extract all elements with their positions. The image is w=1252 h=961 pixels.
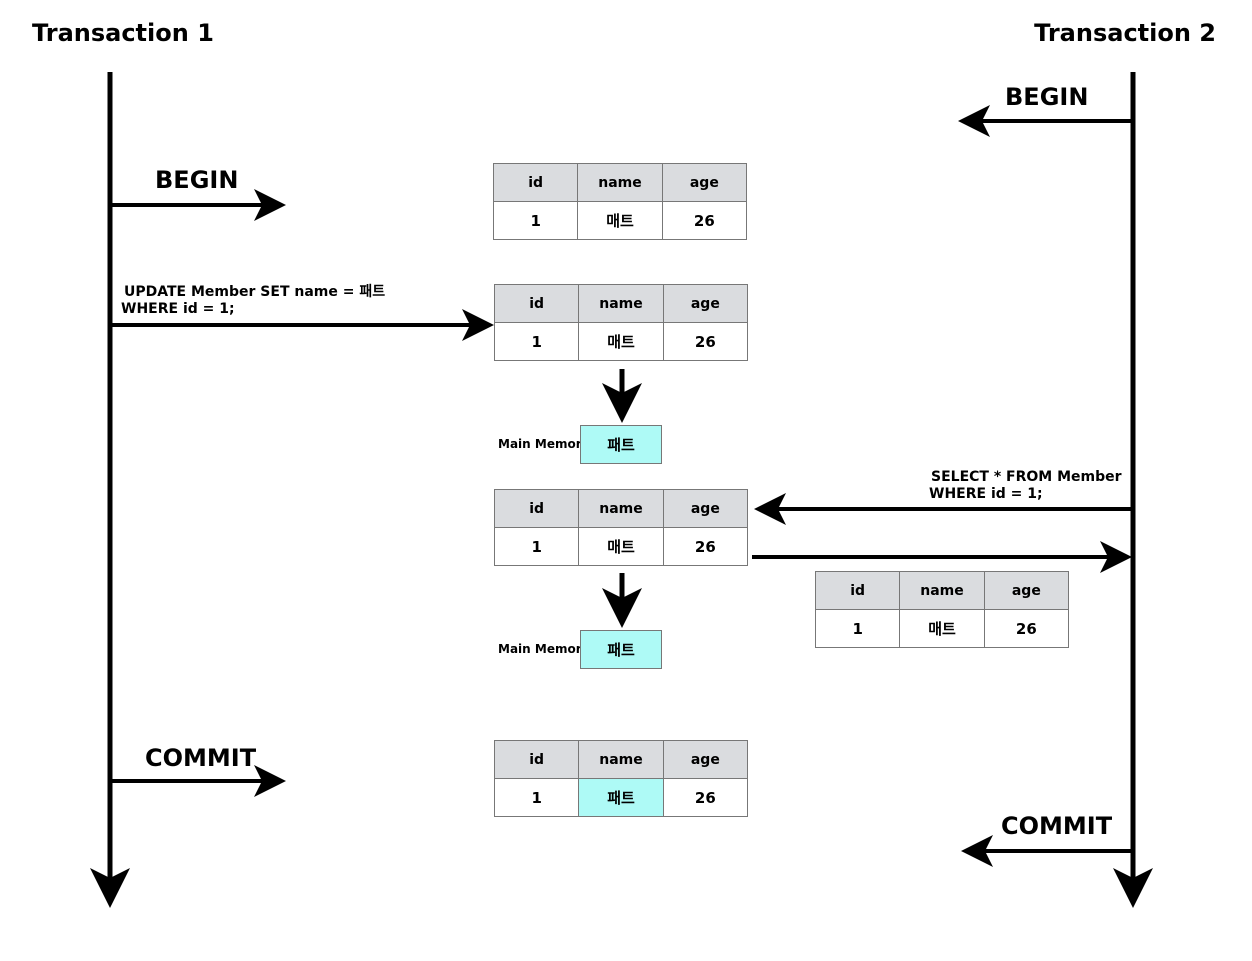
header-age: age xyxy=(662,740,749,779)
member-table-3: id name age 1 매트 26 xyxy=(493,489,749,566)
cell-id: 1 xyxy=(493,322,580,361)
main-memory-label-2: Main Memory xyxy=(498,642,590,656)
t2-select-statement: SELECT * FROM Member WHERE id = 1; xyxy=(929,469,1122,503)
cell-age: 26 xyxy=(662,527,749,566)
cell-id: 1 xyxy=(814,609,901,648)
transaction2-title: Transaction 2 xyxy=(1034,19,1216,47)
header-id: id xyxy=(814,571,901,610)
main-memory-cell-1: 패트 xyxy=(580,425,662,464)
main-memory-cell-2: 패트 xyxy=(580,630,662,669)
header-name: name xyxy=(899,571,985,610)
cell-age: 26 xyxy=(662,322,749,361)
header-name: name xyxy=(577,163,663,202)
header-age: age xyxy=(662,489,749,528)
main-memory-label-1: Main Memory xyxy=(498,437,590,451)
header-age: age xyxy=(662,284,749,323)
t2-select-line1: SELECT * FROM Member xyxy=(931,469,1122,485)
cell-age: 26 xyxy=(661,201,748,240)
t1-update-line1: UPDATE Member SET name = 패트 xyxy=(124,284,386,300)
header-id: id xyxy=(493,740,580,779)
header-id: id xyxy=(492,163,579,202)
header-name: name xyxy=(578,489,664,528)
cell-age: 26 xyxy=(662,778,749,817)
cell-name: 매트 xyxy=(578,527,664,566)
t1-commit-label: COMMIT xyxy=(145,744,257,772)
cell-name: 매트 xyxy=(899,609,985,648)
t1-update-statement: UPDATE Member SET name = 패트 WHERE id = 1… xyxy=(121,284,385,318)
member-table-1: id name age 1 매트 26 xyxy=(492,163,748,240)
cell-age: 26 xyxy=(983,609,1070,648)
transaction1-title: Transaction 1 xyxy=(32,19,214,47)
t2-select-line2: WHERE id = 1; xyxy=(929,486,1043,502)
header-id: id xyxy=(493,489,580,528)
header-name: name xyxy=(578,740,664,779)
t1-begin-label: BEGIN xyxy=(155,166,239,194)
cell-name: 매트 xyxy=(577,201,663,240)
cell-id: 1 xyxy=(493,527,580,566)
member-table-committed: id name age 1 패트 26 xyxy=(493,740,749,817)
cell-id: 1 xyxy=(492,201,579,240)
cell-name-highlighted: 패트 xyxy=(578,778,664,817)
header-id: id xyxy=(493,284,580,323)
t1-update-line2: WHERE id = 1; xyxy=(121,301,235,317)
header-name: name xyxy=(578,284,664,323)
t2-begin-label: BEGIN xyxy=(1005,83,1089,111)
member-table-2: id name age 1 매트 26 xyxy=(493,284,749,361)
cell-name: 매트 xyxy=(578,322,664,361)
header-age: age xyxy=(983,571,1070,610)
t2-commit-label: COMMIT xyxy=(1001,812,1113,840)
member-table-result: id name age 1 매트 26 xyxy=(814,571,1070,648)
cell-id: 1 xyxy=(493,778,580,817)
header-age: age xyxy=(661,163,748,202)
